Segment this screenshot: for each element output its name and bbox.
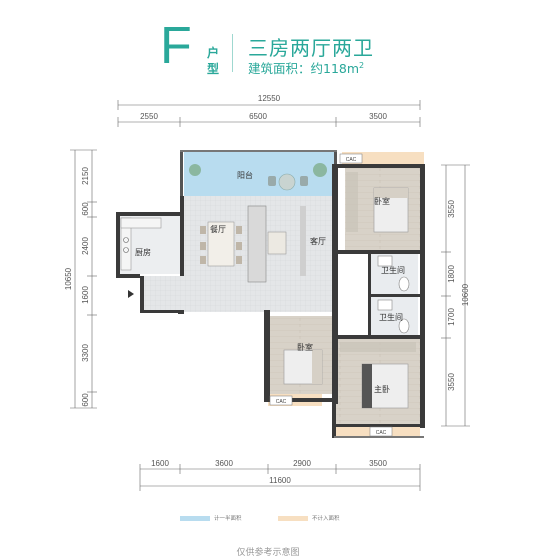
label-bathroom-2: 卫生间	[379, 312, 403, 322]
title-divider	[232, 34, 233, 72]
dim-left-3: 2400	[81, 237, 90, 255]
label-dining: 餐厅	[210, 225, 226, 234]
dim-right-4: 3550	[447, 373, 456, 391]
legend-label-excluded: 不计入面积	[312, 516, 340, 522]
bay-ne	[342, 152, 424, 166]
dim-left-5: 3300	[81, 344, 90, 362]
dimensions-right: 3550 1800 1700 3550 10600	[441, 164, 470, 427]
dim-left-2: 600	[81, 202, 90, 216]
balcony-floor	[184, 152, 334, 196]
dim-right-1: 3550	[447, 200, 456, 218]
ac-label-1: CAC	[346, 157, 357, 163]
ac-label-3: CAC	[376, 430, 387, 436]
label-bathroom-1: 卫生间	[381, 265, 405, 275]
hall-floor	[140, 276, 334, 312]
dim-top-2: 6500	[249, 112, 267, 121]
unit-letter: F	[160, 17, 192, 75]
ac-label-2: CAC	[276, 399, 287, 405]
legend-swatch-half	[180, 515, 210, 521]
dimensions-bottom: 1600 3600 2900 3500 11600	[139, 459, 421, 491]
dimensions-top: 12550 2550 6500 3500	[117, 94, 421, 127]
legend-label-half: 计一半面积	[214, 516, 242, 522]
dim-right-total: 10600	[461, 283, 470, 306]
label-kitchen: 厨房	[135, 247, 151, 257]
dim-bottom-2: 3600	[215, 459, 233, 468]
dim-top-1: 2550	[140, 112, 158, 121]
bath-1-floor	[370, 254, 418, 296]
legend-item-excluded: 不计入面积	[278, 513, 340, 523]
dim-left-4: 1600	[81, 286, 90, 304]
dimensions-left: 2150 600 2400 1600 3300 600 10650	[64, 149, 97, 409]
label-bedroom-s: 卧室	[297, 342, 313, 352]
dim-top-3: 3500	[369, 112, 387, 121]
area-label: 建筑面积：约118m2	[248, 60, 365, 76]
type-char-2: 型	[207, 62, 220, 76]
dim-bottom-total: 11600	[269, 476, 291, 485]
dim-left-6: 600	[81, 393, 90, 407]
ac-units: CAC CAC CAC	[269, 153, 393, 437]
legend-swatch-excluded	[278, 515, 308, 521]
dim-bottom-1: 1600	[151, 459, 169, 468]
header: F 户 型 三房两厅两卫 建筑面积：约118m2	[0, 0, 536, 90]
legend-item-half: 计一半面积	[180, 513, 242, 523]
footer-note: 仅供参考示意图	[236, 548, 300, 558]
label-bedroom-ne: 卧室	[374, 196, 390, 206]
dim-bottom-4: 3500	[369, 459, 387, 468]
room-labels: 阳台 厨房 餐厅 客厅 卧室 卫生间 卫生间 卧室 主卧	[135, 170, 405, 394]
walls	[116, 150, 425, 438]
dim-right-3: 1700	[447, 308, 456, 326]
dim-left-total: 10650	[64, 267, 73, 290]
type-char-1: 户	[207, 46, 220, 60]
label-balcony: 阳台	[237, 170, 253, 180]
dim-bottom-3: 2900	[293, 459, 311, 468]
label-master-bedroom: 主卧	[374, 384, 390, 394]
furniture	[120, 163, 416, 409]
dim-left-1: 2150	[81, 167, 90, 185]
dim-top-total: 12550	[258, 94, 281, 103]
label-living: 客厅	[310, 236, 326, 246]
layout-name: 三房两厅两卫	[248, 36, 374, 60]
dim-right-2: 1800	[447, 265, 456, 283]
